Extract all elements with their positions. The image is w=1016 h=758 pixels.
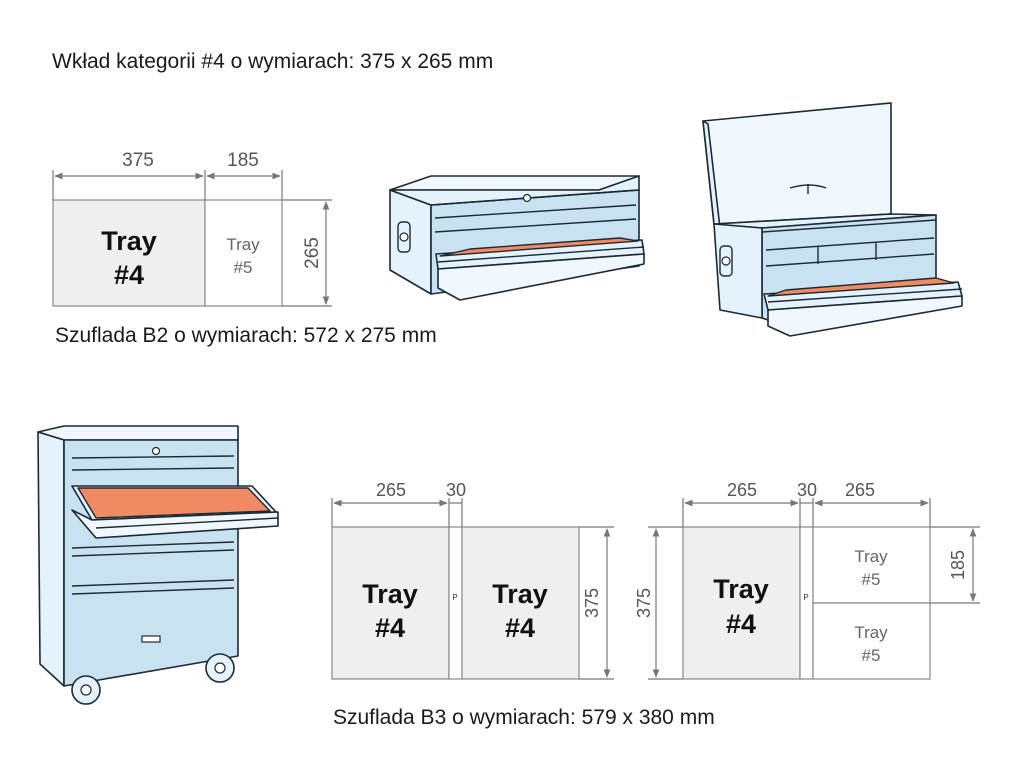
dim-label-265: 265 <box>302 237 323 269</box>
tray4-line1: Tray <box>713 574 769 604</box>
dim-label-30: 30 <box>446 480 466 500</box>
drawer-b2-caption: Szuflada B2 o wymiarach: 572 x 275 mm <box>55 324 437 347</box>
tray5-box <box>204 199 283 307</box>
dim-label-185: 185 <box>948 550 968 580</box>
tray5-label-line2: #5 <box>234 258 253 277</box>
tray5-label-line1: Tray <box>226 235 260 254</box>
dim-label-30: 30 <box>797 480 817 500</box>
tray4-line2: #4 <box>726 609 756 639</box>
gap-mark: P <box>452 593 457 602</box>
tray4-box <box>52 199 206 307</box>
tray4-box <box>682 526 801 680</box>
gap-mark: P <box>803 593 808 602</box>
tray5-top-line2: #5 <box>862 570 881 589</box>
dim-label-265-right: 265 <box>845 480 875 500</box>
dim-label-185: 185 <box>227 150 259 171</box>
tray4-right-line2: #4 <box>505 613 535 643</box>
dim-label-375: 375 <box>634 588 654 618</box>
gap-strip <box>799 526 814 680</box>
b3-layout-b-diagram: 265 30 265 375 185 Tray #4 Tray #5 Tray … <box>634 480 980 680</box>
insert-category-caption: Wkład kategorii #4 o wymiarach: 375 x 26… <box>52 50 494 73</box>
dim-label-265-left: 265 <box>727 480 757 500</box>
tray5-top-line1: Tray <box>854 547 888 566</box>
tray5-bottom-box <box>812 602 931 680</box>
tray4-right-line1: Tray <box>492 579 548 609</box>
b3-layout-a-diagram: 265 30 375 Tray #4 Tray #4 P <box>331 480 614 680</box>
gap-strip <box>448 526 463 680</box>
tray4-right-box <box>461 526 580 680</box>
tray4-label-line2: #4 <box>114 260 144 290</box>
b2-layout-diagram: 375 185 265 Tray #4 Tray #5 <box>52 150 332 307</box>
dim-label-375: 375 <box>582 588 602 618</box>
dim-label-265: 265 <box>376 480 406 500</box>
tray4-label-line1: Tray <box>101 226 157 256</box>
tray5-top-box <box>812 526 931 604</box>
drawer-b3-caption: Szuflada B3 o wymiarach: 579 x 380 mm <box>333 706 715 729</box>
open-lid-chest-illustration <box>702 102 963 337</box>
dim-label-375: 375 <box>122 150 154 171</box>
tray4-left-line1: Tray <box>362 579 418 609</box>
tray5-bottom-line2: #5 <box>862 646 881 665</box>
tray5-bottom-line1: Tray <box>854 623 888 642</box>
rolling-cabinet-illustration <box>37 425 279 705</box>
tray4-left-box <box>331 526 450 680</box>
tool-chest-illustration <box>389 175 645 301</box>
tray4-left-line2: #4 <box>375 613 405 643</box>
